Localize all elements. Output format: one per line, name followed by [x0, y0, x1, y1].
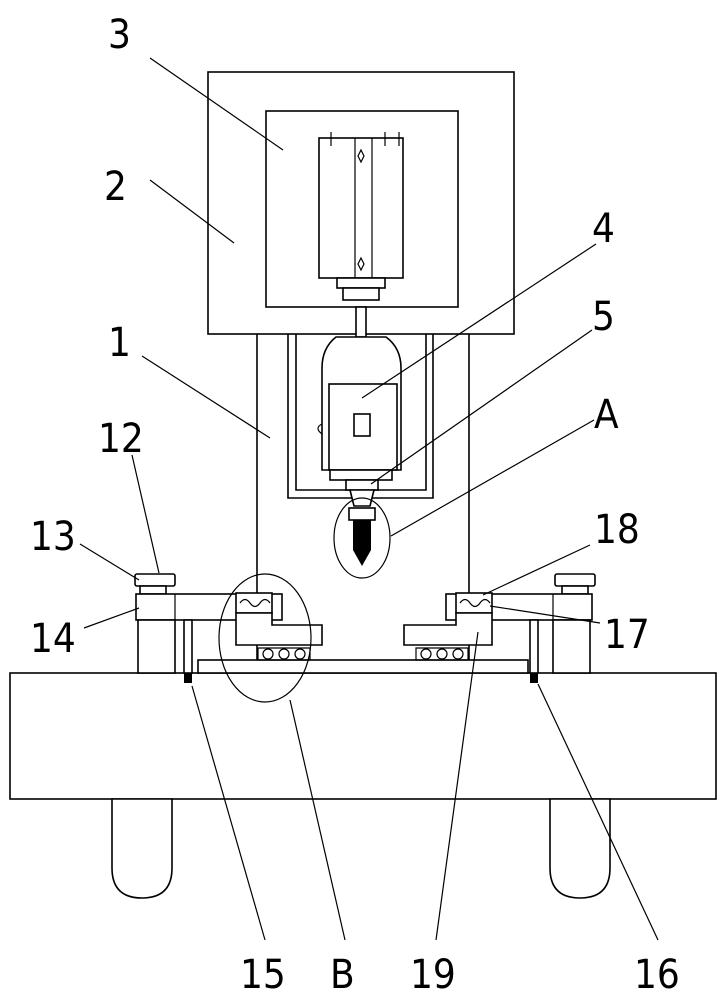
leader-1 — [141, 355, 271, 439]
left-post — [137, 619, 176, 674]
leader-14 — [83, 607, 140, 629]
left-screw — [183, 619, 193, 674]
leader-4 — [361, 243, 597, 399]
leader-lines — [79, 57, 659, 941]
right-post — [552, 619, 591, 674]
detail-circle-a — [333, 497, 391, 579]
motor-knob — [317, 423, 323, 435]
leader-12 — [131, 454, 160, 574]
label-3: 3 — [108, 12, 131, 58]
motor-base — [329, 469, 393, 481]
label-14: 14 — [30, 616, 76, 662]
piston-rod — [355, 306, 367, 338]
label-16: 16 — [634, 952, 680, 998]
left-roller-seat — [257, 647, 311, 661]
leader-2 — [149, 179, 235, 244]
leader-5 — [370, 329, 593, 485]
drill-collar — [348, 507, 376, 521]
leader-3 — [149, 57, 284, 151]
label-12: 12 — [98, 416, 144, 462]
label-1: 1 — [108, 320, 131, 366]
right-roller — [452, 648, 464, 660]
left-spring-housing — [235, 592, 273, 614]
leader-13 — [79, 543, 140, 581]
left-knob — [134, 573, 176, 587]
right-roller — [420, 648, 432, 660]
right-screw-end — [530, 673, 538, 683]
label-19: 19 — [410, 952, 456, 998]
label-15: 15 — [240, 952, 286, 998]
leader-16 — [537, 683, 659, 941]
left-roller — [262, 648, 274, 660]
chuck-top — [345, 479, 379, 491]
label-4: 4 — [592, 206, 615, 252]
leader-19 — [435, 631, 479, 941]
leader-15 — [191, 685, 266, 941]
left-spring — [239, 598, 271, 608]
cylinder-flange-lower — [342, 287, 380, 301]
drill-flutes — [352, 525, 372, 547]
cylinder-mark — [357, 256, 365, 272]
left-screw-end — [184, 673, 192, 683]
label-b: B — [330, 952, 355, 998]
workbench — [197, 659, 529, 674]
left-clamp-jaw — [235, 612, 323, 646]
label-a: A — [594, 392, 619, 438]
leader-17 — [489, 605, 601, 624]
left-roller — [294, 648, 306, 660]
left-foot — [111, 798, 173, 899]
right-screw — [529, 619, 539, 674]
drill-tip — [353, 550, 371, 566]
base-platform — [9, 672, 717, 800]
leader-b — [289, 699, 346, 941]
label-2: 2 — [104, 164, 127, 210]
right-roller-seat — [415, 647, 469, 661]
label-17: 17 — [604, 612, 650, 658]
right-spring-housing — [455, 592, 493, 614]
label-5: 5 — [592, 294, 615, 340]
right-clamp-jaw — [403, 612, 493, 646]
motor-window — [353, 413, 371, 437]
label-13: 13 — [30, 514, 76, 560]
detail-circle-b — [218, 573, 312, 703]
cylinder-flange — [336, 277, 386, 289]
right-foot — [549, 798, 611, 899]
left-knob-neck — [139, 585, 167, 595]
right-knob-neck — [561, 585, 589, 595]
right-roller — [436, 648, 448, 660]
leader-a — [390, 419, 595, 537]
right-spring — [459, 598, 491, 608]
left-roller — [278, 648, 290, 660]
cylinder-mark — [357, 148, 365, 164]
right-knob — [554, 573, 596, 587]
leader-18 — [482, 544, 591, 596]
label-18: 18 — [594, 507, 640, 553]
